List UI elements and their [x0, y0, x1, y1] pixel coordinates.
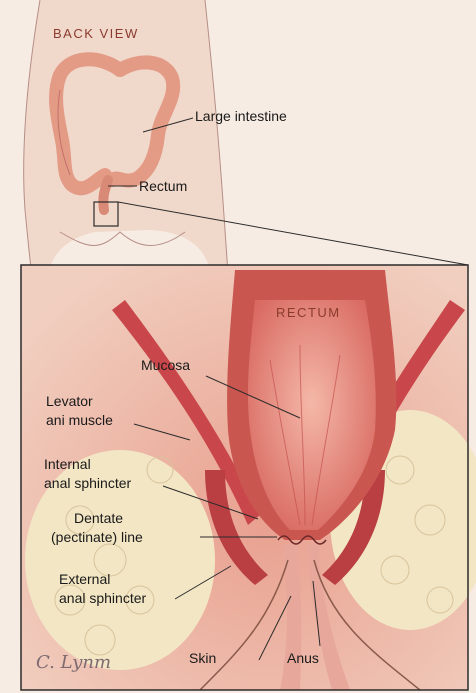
- dentate-line-label-line1: Dentate: [74, 510, 123, 527]
- rectum-inset-caption: RECTUM: [276, 305, 341, 320]
- anus-label: Anus: [287, 650, 319, 667]
- external-sphincter-label-line2: anal sphincter: [59, 590, 146, 607]
- mucosa-label: Mucosa: [141, 357, 190, 374]
- rectum-label: Rectum: [139, 178, 187, 195]
- external-sphincter-label-line1: External: [59, 571, 110, 588]
- levator-ani-label-line1: Levator: [46, 393, 93, 410]
- back-view-caption: BACK VIEW: [53, 26, 139, 41]
- levator-ani-label-line2: ani muscle: [46, 412, 113, 429]
- internal-sphincter-label-line1: Internal: [44, 456, 91, 473]
- zoom-line: [118, 202, 468, 265]
- internal-sphincter-label-line2: anal sphincter: [44, 475, 131, 492]
- dentate-line-label-line2: (pectinate) line: [51, 529, 143, 546]
- artist-signature: C. Lynm: [36, 652, 111, 673]
- back-view-body: [24, 0, 230, 300]
- large-intestine-label: Large intestine: [195, 108, 287, 125]
- skin-label: Skin: [189, 650, 216, 667]
